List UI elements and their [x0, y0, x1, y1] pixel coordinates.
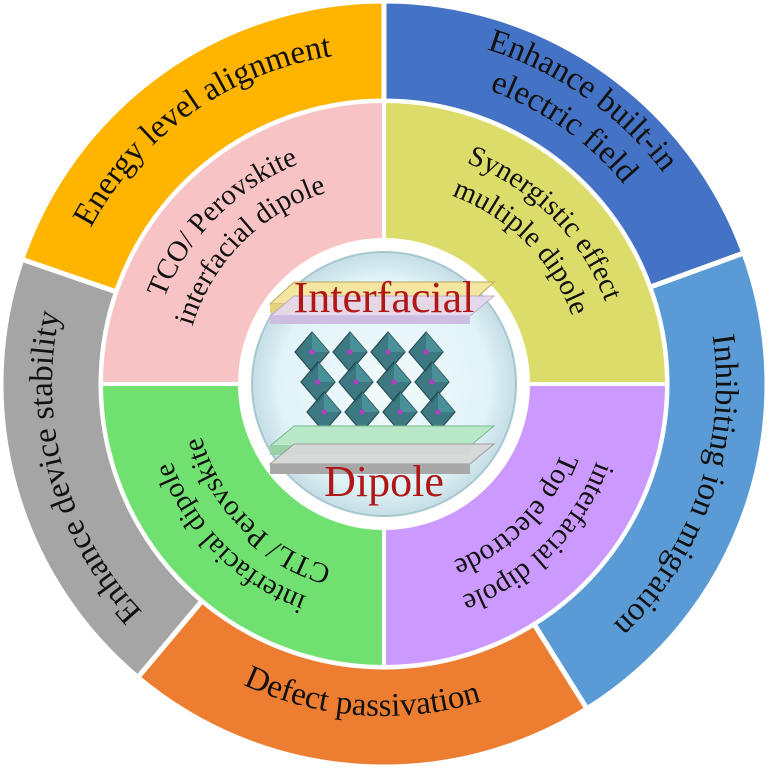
cation-dot — [359, 409, 365, 415]
cation-dot — [315, 379, 321, 385]
center-circle: Interfacial Dipole — [238, 238, 530, 530]
cation-dot — [321, 409, 327, 415]
cation-dot — [391, 379, 397, 385]
center-title-bottom: Dipole — [324, 457, 444, 506]
cation-dot — [429, 379, 435, 385]
center-title-top: Interfacial — [294, 273, 475, 322]
cation-dot — [353, 379, 359, 385]
cation-dot — [347, 349, 353, 355]
perovskite-structure-illustration — [268, 281, 496, 474]
cation-dot — [397, 409, 403, 415]
cation-dot — [423, 349, 429, 355]
cation-dot — [309, 349, 315, 355]
cation-dot — [385, 349, 391, 355]
cation-dot — [435, 409, 441, 415]
